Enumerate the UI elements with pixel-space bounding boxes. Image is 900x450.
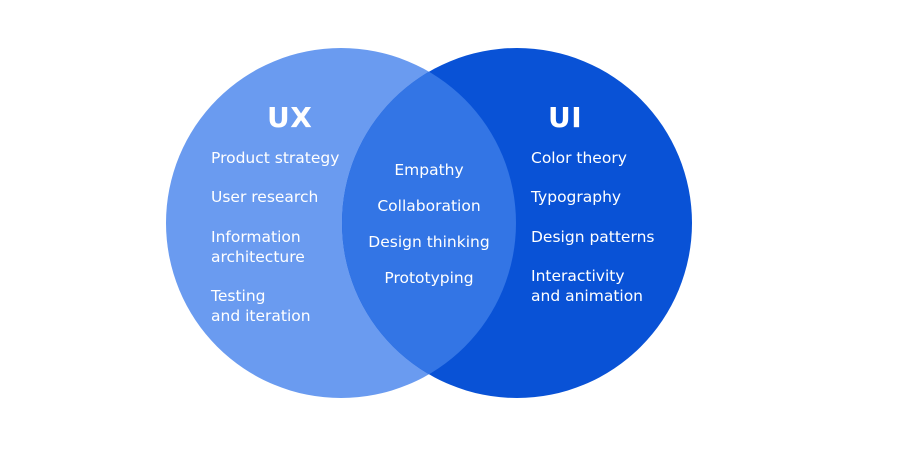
overlap-region (342, 48, 516, 398)
shared-item-empathy: Empathy (394, 161, 464, 179)
shared-item-collaboration: Collaboration (377, 197, 481, 215)
ux-item-product-strategy: Product strategy (211, 149, 340, 167)
ui-item-color-theory: Color theory (531, 149, 627, 167)
ux-item-user-research: User research (211, 188, 319, 206)
ui-item-interactivity-and-animation: Interactivity and animation (531, 267, 644, 305)
ux-item-information-architecture: Information architecture (211, 228, 305, 266)
ui-item-design-patterns: Design patterns (531, 228, 655, 246)
ui-item-typography: Typography (531, 188, 622, 206)
ux-title: UX (267, 101, 313, 134)
ui-title: UI (548, 101, 583, 134)
shared-item-prototyping: Prototyping (384, 269, 474, 287)
shared-item-design-thinking: Design thinking (368, 233, 490, 251)
ux-item-testing-and-iteration: Testing and iteration (211, 287, 311, 325)
